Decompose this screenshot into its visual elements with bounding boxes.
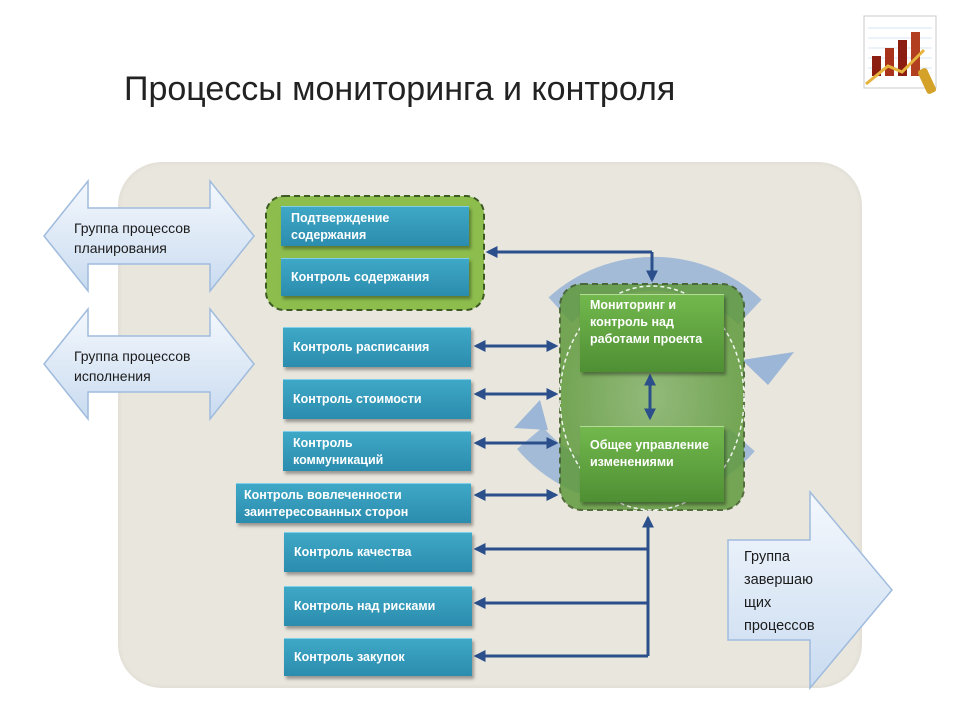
process-procurement-control: Контроль закупок — [284, 638, 472, 676]
process-quality-control: Контроль качества — [284, 532, 472, 572]
planning-group-label: Группа процессов планирования — [74, 220, 191, 256]
process-communications-control: Контроль коммуникаций — [283, 431, 471, 471]
process-schedule-control: Контроль расписания — [283, 327, 471, 367]
process-scope-validation: Подтверждение содержания — [281, 206, 469, 246]
process-scope-control: Контроль содержания — [281, 258, 469, 296]
slide-title: Процессы мониторинга и контроля — [124, 70, 676, 108]
planning-group-arrow — [43, 178, 255, 294]
closing-group-label: Группа завершаю щих процессов — [744, 546, 834, 638]
monitoring-work-box: Мониторинг и контроль над работами проек… — [580, 294, 724, 372]
chart-logo-icon — [863, 15, 937, 94]
closing-label-line: Группа — [744, 549, 790, 565]
closing-group-arrow — [727, 489, 893, 691]
change-control-box: Общее управление изменениями — [580, 426, 724, 502]
closing-label-line: процессов — [744, 618, 815, 634]
process-stakeholder-control: Контроль вовлеченности заинтересованных … — [236, 483, 471, 523]
execution-group-label: Группа процессов исполнения — [74, 348, 191, 384]
process-risk-control: Контроль над рисками — [284, 586, 472, 626]
process-cost-control: Контроль стоимости — [283, 379, 471, 419]
execution-group-arrow — [43, 306, 255, 422]
closing-label-line: щих — [744, 595, 772, 611]
closing-label-line: завершаю — [744, 572, 813, 588]
